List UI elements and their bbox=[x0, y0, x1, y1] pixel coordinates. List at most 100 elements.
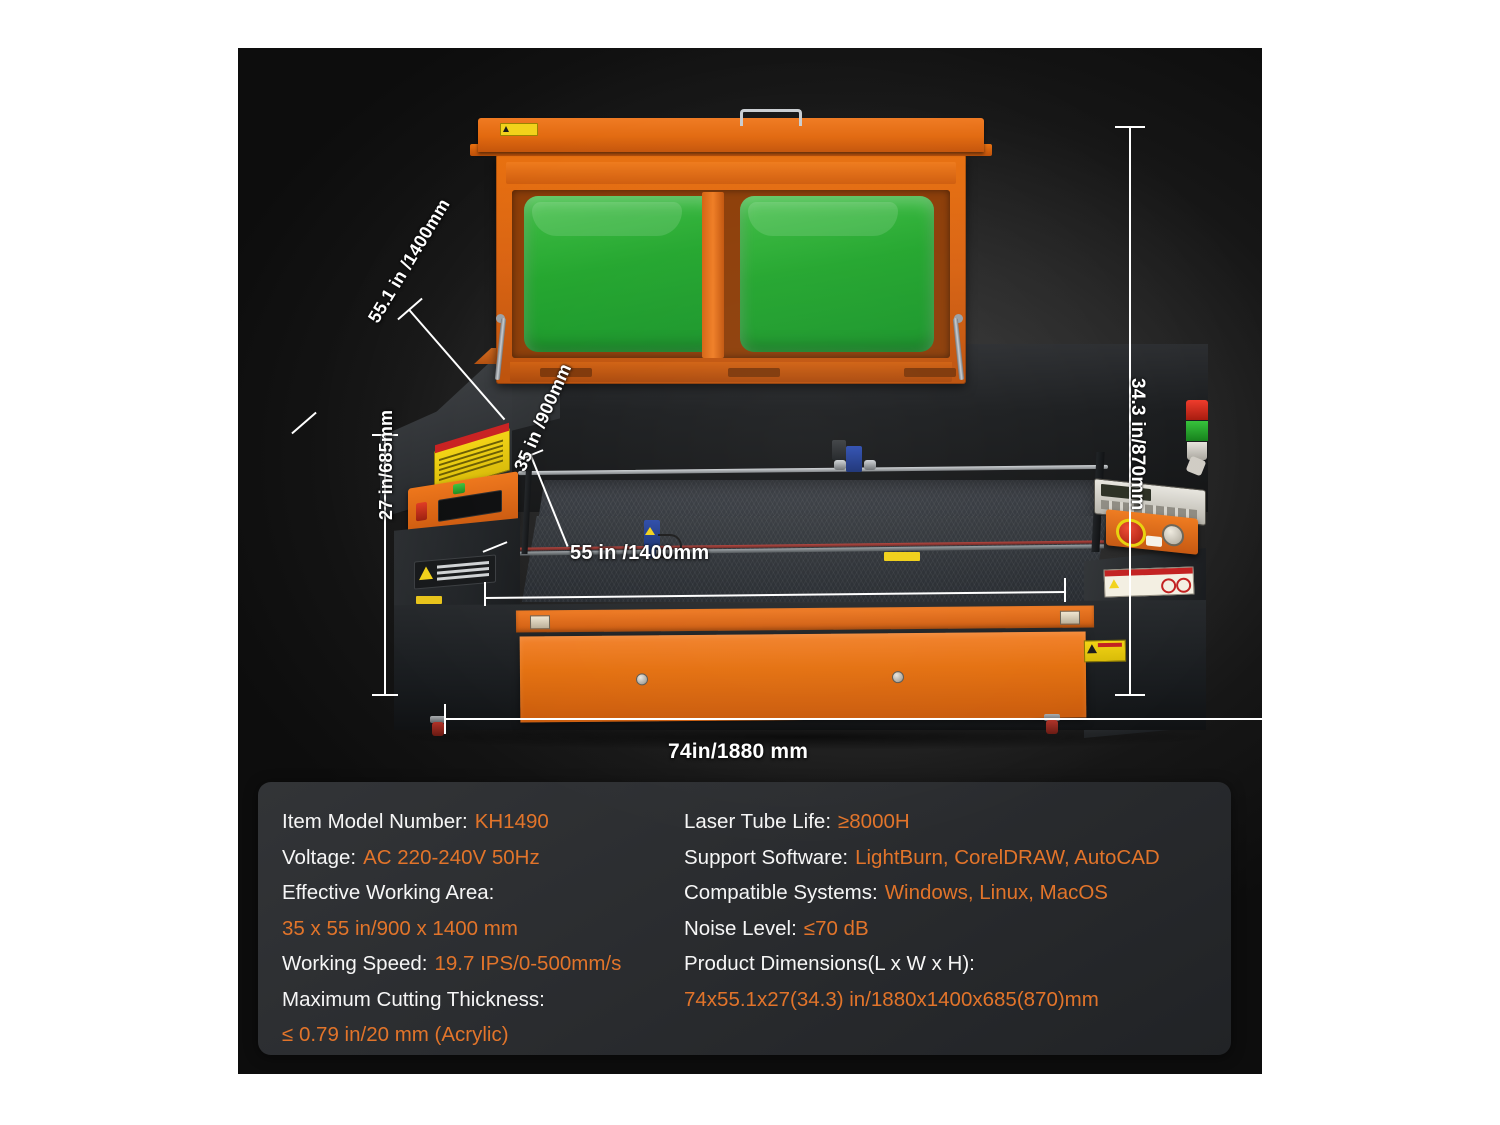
caster-bracket-left bbox=[430, 716, 446, 723]
laser-machine-illustration bbox=[238, 48, 1262, 768]
spec-label: Working Speed: bbox=[282, 952, 428, 975]
spec-row: Product Dimensions(L x W x H): bbox=[684, 946, 1231, 982]
spec-label: Noise Level: bbox=[684, 916, 797, 940]
spec-value: ≤70 dB bbox=[803, 916, 869, 940]
signal-light-green bbox=[1186, 421, 1208, 441]
spec-value: ≥8000H bbox=[838, 810, 910, 833]
right-warning-triangle-icon bbox=[1108, 579, 1120, 589]
spec-row: Support Software:LightBurn, CorelDRAW, A… bbox=[684, 840, 1231, 876]
carriage-roller-left bbox=[834, 460, 846, 470]
mirror-housing bbox=[832, 440, 846, 460]
spec-row: Compatible Systems: Windows, Linux, MacOS bbox=[684, 875, 1231, 911]
ce-mark bbox=[1146, 535, 1162, 548]
body-height-tick-top bbox=[372, 434, 398, 436]
green-acrylic-panel-right bbox=[740, 196, 934, 352]
overall-height-tick-top bbox=[1115, 126, 1145, 128]
spec-label: Laser Tube Life: bbox=[684, 810, 832, 833]
lid-hinge-foot-center bbox=[728, 368, 780, 377]
body-height-tick-bottom bbox=[372, 694, 398, 696]
key-switch[interactable] bbox=[1162, 523, 1184, 548]
prohibition-icon-2 bbox=[1175, 577, 1192, 594]
left-display-screen bbox=[438, 489, 502, 522]
left-maintenance-warning-icon bbox=[419, 565, 433, 581]
spec-row: 35 x 55 in/900 x 1400 mm bbox=[282, 911, 678, 947]
body-height-dimension-line bbox=[384, 434, 386, 696]
front-door-screw-left bbox=[635, 673, 649, 686]
green-acrylic-panel-left bbox=[524, 196, 718, 352]
spec-value: ≤ 0.79 in/20 mm (Acrylic) bbox=[282, 1023, 509, 1046]
lid-upper-rail bbox=[506, 162, 956, 184]
spec-label: Product Dimensions(L x W x H): bbox=[684, 952, 975, 975]
carriage-roller-right bbox=[864, 460, 876, 470]
y-axis-carriage bbox=[834, 446, 878, 476]
front-right-warning-label bbox=[1083, 639, 1127, 663]
caster-wheel-right bbox=[1044, 714, 1060, 734]
front-latch-right[interactable] bbox=[1059, 610, 1081, 625]
panel-reflection-right bbox=[748, 202, 898, 236]
spec-value: Windows, Linux, MacOS bbox=[884, 881, 1108, 904]
laser-hazard-icon bbox=[645, 527, 655, 535]
spec-value: AC 220-240V 50Hz bbox=[363, 845, 540, 869]
caster-roller-left bbox=[432, 722, 444, 736]
spec-value: 35 x 55 in/900 x 1400 mm bbox=[282, 916, 518, 940]
left-maintenance-label-text bbox=[437, 561, 489, 569]
spec-row: Effective Working Area: bbox=[282, 875, 678, 911]
bed-width-label: 55 in /1400mm bbox=[570, 542, 710, 564]
honeycomb-work-bed-lower bbox=[522, 516, 1108, 602]
bed-warning-tag bbox=[884, 552, 920, 561]
overall-width-label: 74in/1880 mm bbox=[668, 740, 809, 763]
spec-row: Maximum Cutting Thickness: bbox=[282, 982, 678, 1018]
lid-center-mullion bbox=[702, 192, 724, 358]
laser-head-air-hose bbox=[658, 534, 682, 558]
spec-column-right: Laser Tube Life: ≥8000H Support Software:L… bbox=[678, 804, 1231, 1055]
front-latch-left[interactable] bbox=[529, 615, 551, 630]
spec-label: Compatible Systems: bbox=[684, 881, 878, 904]
front-warning-red-bar bbox=[1097, 642, 1122, 648]
overall-height-label: 34.3 in/870mm bbox=[1127, 378, 1148, 511]
front-warning-triangle-icon bbox=[1086, 644, 1098, 654]
bed-width-tick-left bbox=[484, 582, 486, 606]
machine-lid[interactable] bbox=[470, 109, 992, 408]
lid-window-recess bbox=[512, 190, 950, 358]
lid-frame bbox=[496, 154, 966, 384]
product-photo-canvas: 34.3 in/870mm 74in/1880 mm 27 in/685mm 5… bbox=[238, 48, 1262, 1074]
floor-shadow bbox=[398, 724, 1208, 750]
spec-row: Laser Tube Life: ≥8000H bbox=[684, 804, 1231, 840]
lid-handle[interactable] bbox=[740, 109, 802, 126]
bed-width-tick-right bbox=[1064, 578, 1066, 602]
emergency-stop-button[interactable] bbox=[1116, 517, 1146, 549]
overall-width-tick-left bbox=[444, 704, 446, 734]
lid-hinge-foot-right bbox=[904, 368, 956, 377]
right-warning-header-bar bbox=[1104, 567, 1193, 577]
spec-label: Effective Working Area: bbox=[282, 881, 495, 904]
spec-row: 74x55.1x27(34.3) in/1880x1400x685(870)mm bbox=[684, 982, 1231, 1018]
spec-label: Maximum Cutting Thickness: bbox=[282, 987, 545, 1011]
spec-value: LightBurn, CorelDRAW, AutoCAD bbox=[855, 845, 1160, 869]
spec-row: ≤ 0.79 in/20 mm (Acrylic) bbox=[282, 1017, 678, 1053]
spec-row: Working Speed: 19.7 IPS/0-500mm/s bbox=[282, 946, 678, 982]
spec-row: Noise Level:≤70 dB bbox=[684, 911, 1231, 947]
prohibition-icon-1 bbox=[1160, 578, 1177, 594]
overall-width-dimension-line bbox=[444, 718, 1262, 720]
laser-head bbox=[640, 520, 682, 558]
overall-height-tick-bottom bbox=[1115, 694, 1145, 696]
gas-strut-pin-right bbox=[954, 314, 963, 323]
lid-warning-sticker bbox=[500, 123, 538, 136]
front-door-screw-right bbox=[891, 671, 905, 684]
panel-reflection-left bbox=[532, 202, 682, 236]
spec-value: 19.7 IPS/0-500mm/s bbox=[434, 952, 622, 975]
lid-hinge-foot-left bbox=[540, 368, 592, 377]
overall-height-dimension-line bbox=[1129, 126, 1131, 696]
front-access-door[interactable] bbox=[519, 631, 1087, 723]
caster-wheel-left bbox=[430, 716, 446, 736]
left-power-button[interactable] bbox=[416, 501, 427, 522]
left-start-button[interactable] bbox=[453, 482, 465, 495]
spec-label: Item Model Number: bbox=[282, 810, 468, 833]
lid-top-panel bbox=[478, 109, 984, 152]
signal-tower-light bbox=[1185, 400, 1208, 477]
spec-value: KH1490 bbox=[474, 810, 549, 833]
spec-row: Voltage:AC 220-240V 50Hz bbox=[282, 840, 678, 876]
